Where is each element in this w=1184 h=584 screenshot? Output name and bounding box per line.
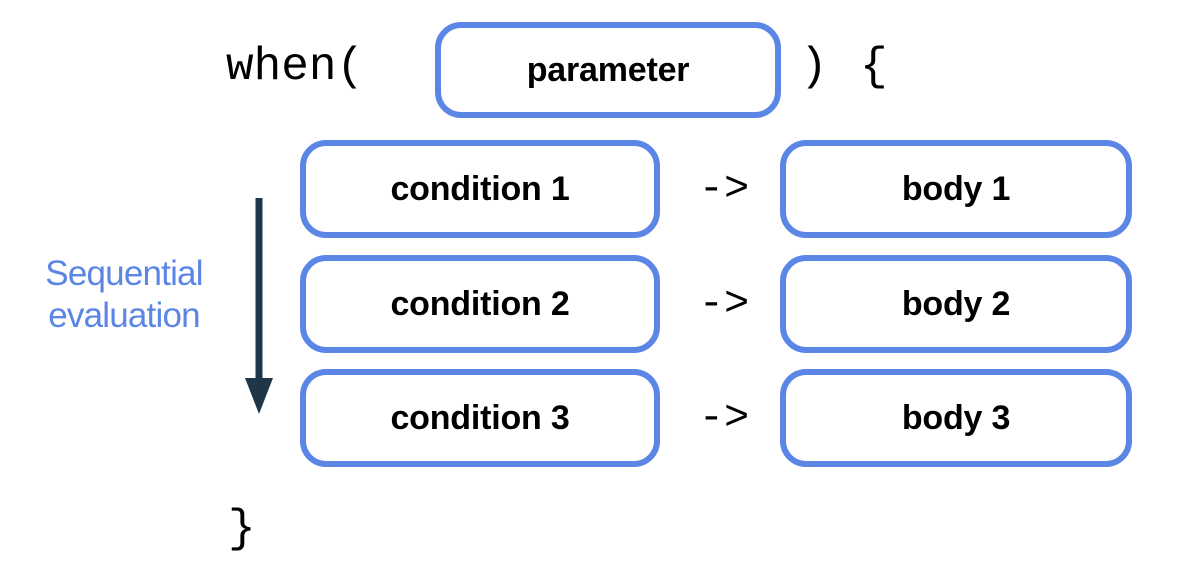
sequential-evaluation-label: Sequential evaluation — [8, 253, 240, 337]
body-box-1-label: body 1 — [901, 170, 1011, 208]
body-box-1[interactable]: body 1 — [780, 140, 1132, 238]
parameter-box[interactable]: parameter — [435, 22, 781, 118]
condition-box-1-label: condition 1 — [390, 170, 570, 208]
body-box-3[interactable]: body 3 — [780, 369, 1132, 467]
sequential-evaluation-line-2: evaluation — [48, 296, 200, 335]
condition-box-3[interactable]: condition 3 — [300, 369, 660, 467]
body-box-3-label: body 3 — [901, 399, 1011, 437]
body-box-2[interactable]: body 2 — [780, 255, 1132, 353]
sequential-evaluation-line-1: Sequential — [45, 254, 203, 293]
condition-box-2[interactable]: condition 2 — [300, 255, 660, 353]
down-arrow-icon — [245, 198, 273, 414]
when-keyword-text: when( — [226, 41, 365, 93]
closing-paren-text: ) — [800, 41, 828, 93]
body-box-2-label: body 2 — [901, 285, 1011, 323]
arrow-operator-2: -> — [698, 280, 750, 328]
condition-box-3-label: condition 3 — [390, 399, 570, 437]
condition-box-2-label: condition 2 — [390, 285, 570, 323]
arrow-operator-3: -> — [698, 394, 750, 442]
parameter-box-label: parameter — [526, 51, 690, 89]
arrow-operator-1: -> — [698, 165, 750, 213]
opening-brace-text: { — [860, 41, 888, 93]
down-arrow-head — [245, 378, 273, 414]
closing-brace-text: } — [228, 503, 256, 555]
condition-box-1[interactable]: condition 1 — [300, 140, 660, 238]
